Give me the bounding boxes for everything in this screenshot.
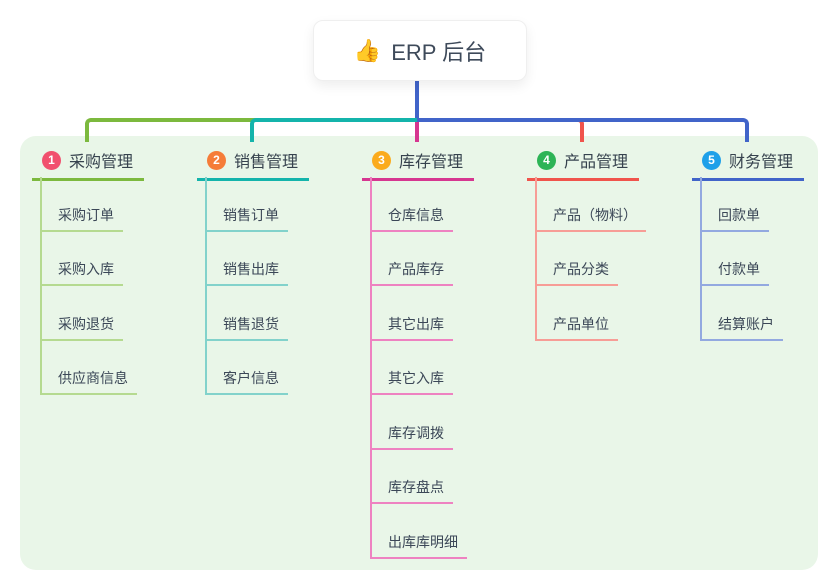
child-node-product-material[interactable]: 产品（物料） (537, 205, 646, 232)
child-node-payment-bill[interactable]: 付款单 (702, 259, 769, 286)
child-node-warehouse-info[interactable]: 仓库信息 (372, 205, 453, 232)
branch-badge-5: 5 (702, 150, 721, 170)
branch-label-sales: 销售管理 (234, 154, 299, 171)
child-node-customer-info[interactable]: 客户信息 (207, 368, 288, 395)
branch-title-inventory[interactable]: 3 库存管理 (362, 148, 474, 181)
child-node-product-stock[interactable]: 产品库存 (372, 259, 453, 286)
child-node-other-inbound[interactable]: 其它入库 (372, 368, 453, 395)
branch-badge-3: 3 (372, 150, 391, 170)
child-node-stock-transfer[interactable]: 库存调拨 (372, 423, 453, 450)
child-node-product-unit[interactable]: 产品单位 (537, 314, 618, 341)
root-node-erp-backend[interactable]: 👍 ERP 后台 (313, 20, 527, 81)
branch-badge-4: 4 (537, 150, 556, 170)
child-node-stock-detail[interactable]: 出库库明细 (372, 532, 467, 559)
branch-label-finance: 财务管理 (729, 154, 794, 171)
root-node-label: ERP 后台 (391, 39, 487, 65)
connector-root-stem (415, 79, 419, 122)
branch-product-children: 产品（物料） 产品分类 产品单位 (535, 177, 646, 341)
child-node-sales-order[interactable]: 销售订单 (207, 205, 288, 232)
child-node-purchase-inbound[interactable]: 采购入库 (42, 259, 123, 286)
branch-label-purchase: 采购管理 (69, 154, 134, 171)
child-node-stock-check[interactable]: 库存盘点 (372, 477, 453, 504)
child-node-product-category[interactable]: 产品分类 (537, 259, 618, 286)
branch-sales-children: 销售订单 销售出库 销售退货 客户信息 (205, 177, 288, 395)
branch-purchase: 1 采购管理 采购订单 采购入库 采购退货 供应商信息 (32, 148, 144, 395)
branch-product: 4 产品管理 产品（物料） 产品分类 产品单位 (527, 148, 646, 341)
child-node-sales-return[interactable]: 销售退货 (207, 314, 288, 341)
mindmap-container (20, 136, 818, 570)
branch-inventory: 3 库存管理 仓库信息 产品库存 其它出库 其它入库 库存调拨 库存盘点 出库库… (362, 148, 474, 559)
child-node-sales-outbound[interactable]: 销售出库 (207, 259, 288, 286)
branch-title-product[interactable]: 4 产品管理 (527, 148, 639, 181)
branch-badge-2: 2 (207, 150, 226, 170)
branch-finance-children: 回款单 付款单 结算账户 (700, 177, 783, 341)
branch-inventory-children: 仓库信息 产品库存 其它出库 其它入库 库存调拨 库存盘点 出库库明细 (370, 177, 467, 559)
branch-label-product: 产品管理 (564, 154, 629, 171)
child-node-receipt-bill[interactable]: 回款单 (702, 205, 769, 232)
thumbs-up-icon: 👍 (353, 37, 382, 63)
branch-badge-1: 1 (42, 150, 61, 170)
child-node-settlement-account[interactable]: 结算账户 (702, 314, 783, 341)
connector-branch-sales (250, 118, 417, 142)
branch-title-sales[interactable]: 2 销售管理 (197, 148, 309, 181)
connector-branch-inventory (415, 122, 419, 142)
connector-branch-finance (417, 118, 749, 142)
child-node-purchase-return[interactable]: 采购退货 (42, 314, 123, 341)
branch-sales: 2 销售管理 销售订单 销售出库 销售退货 客户信息 (197, 148, 309, 395)
branch-title-purchase[interactable]: 1 采购管理 (32, 148, 144, 181)
child-node-other-outbound[interactable]: 其它出库 (372, 314, 453, 341)
child-node-purchase-order[interactable]: 采购订单 (42, 205, 123, 232)
branch-title-finance[interactable]: 5 财务管理 (692, 148, 804, 181)
branch-label-inventory: 库存管理 (399, 154, 464, 171)
branch-purchase-children: 采购订单 采购入库 采购退货 供应商信息 (40, 177, 137, 395)
child-node-supplier-info[interactable]: 供应商信息 (42, 368, 137, 395)
branch-finance: 5 财务管理 回款单 付款单 结算账户 (692, 148, 804, 341)
